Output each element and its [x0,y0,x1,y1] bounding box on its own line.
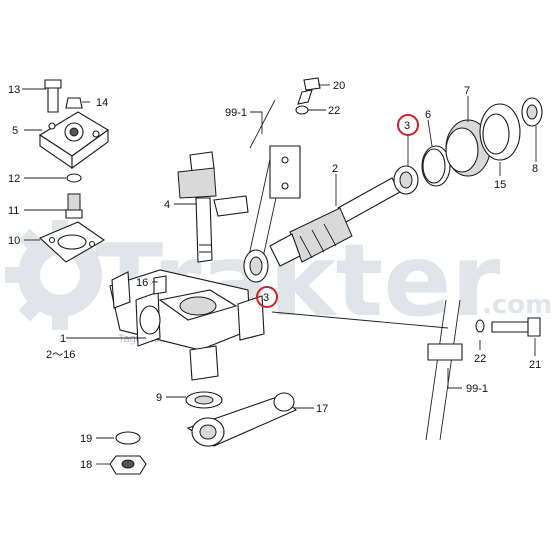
adjuster-parts [421,97,543,187]
callout-11: 11 [8,205,19,217]
callout-labels: 13 14 5 12 11 10 4 99-1 20 22 2 3 6 7 15… [8,80,541,471]
oil-seal-lower [243,249,269,283]
callout-5: 5 [12,125,18,137]
callout-15: 15 [494,179,506,191]
callout-16: 16 [136,277,148,289]
callout-range: 2～16 [46,349,75,361]
callout-22-upper: 22 [328,105,340,117]
callout-17: 17 [316,403,328,415]
callout-7: 7 [464,85,470,97]
callout-3-lower: 3 [263,292,269,304]
lower-bolt-plate [271,299,541,441]
highlight-marks [256,114,419,308]
callout-22-lower: 22 [474,353,486,365]
highlight-circle-lower [256,286,278,308]
callout-21: 21 [529,359,541,371]
callout-4: 4 [164,199,170,211]
callout-9: 9 [156,392,162,404]
callout-18: 18 [80,459,92,471]
top-cover-assembly [38,79,109,170]
pitman-arm-assembly [109,391,298,475]
gear-housing [109,269,265,381]
callout-12: 12 [8,173,20,185]
callout-1: 1 [60,333,66,345]
callout-13: 13 [8,84,20,96]
callout-99-1-lower: 99-1 [466,383,488,395]
washer-bolt-gasket [38,173,106,263]
oil-seal-upper [393,165,419,195]
callout-14: 14 [96,97,108,109]
watermark-suffix: .com [482,290,552,320]
sector-shaft [177,151,217,263]
top-bolt-washer [295,77,321,115]
callout-2: 2 [332,163,338,175]
worm-shaft [269,177,401,267]
leader-lines [22,84,537,465]
highlight-circle-upper [397,114,419,136]
callout-3-upper: 3 [404,120,410,132]
callout-6: 6 [425,109,431,121]
callout-20: 20 [333,80,345,92]
callout-10: 10 [8,235,20,247]
callout-99-1-upper: 99-1 [225,107,247,119]
callout-8: 8 [532,163,538,175]
callout-19: 19 [80,433,92,445]
frame-plate-upper [213,99,301,263]
